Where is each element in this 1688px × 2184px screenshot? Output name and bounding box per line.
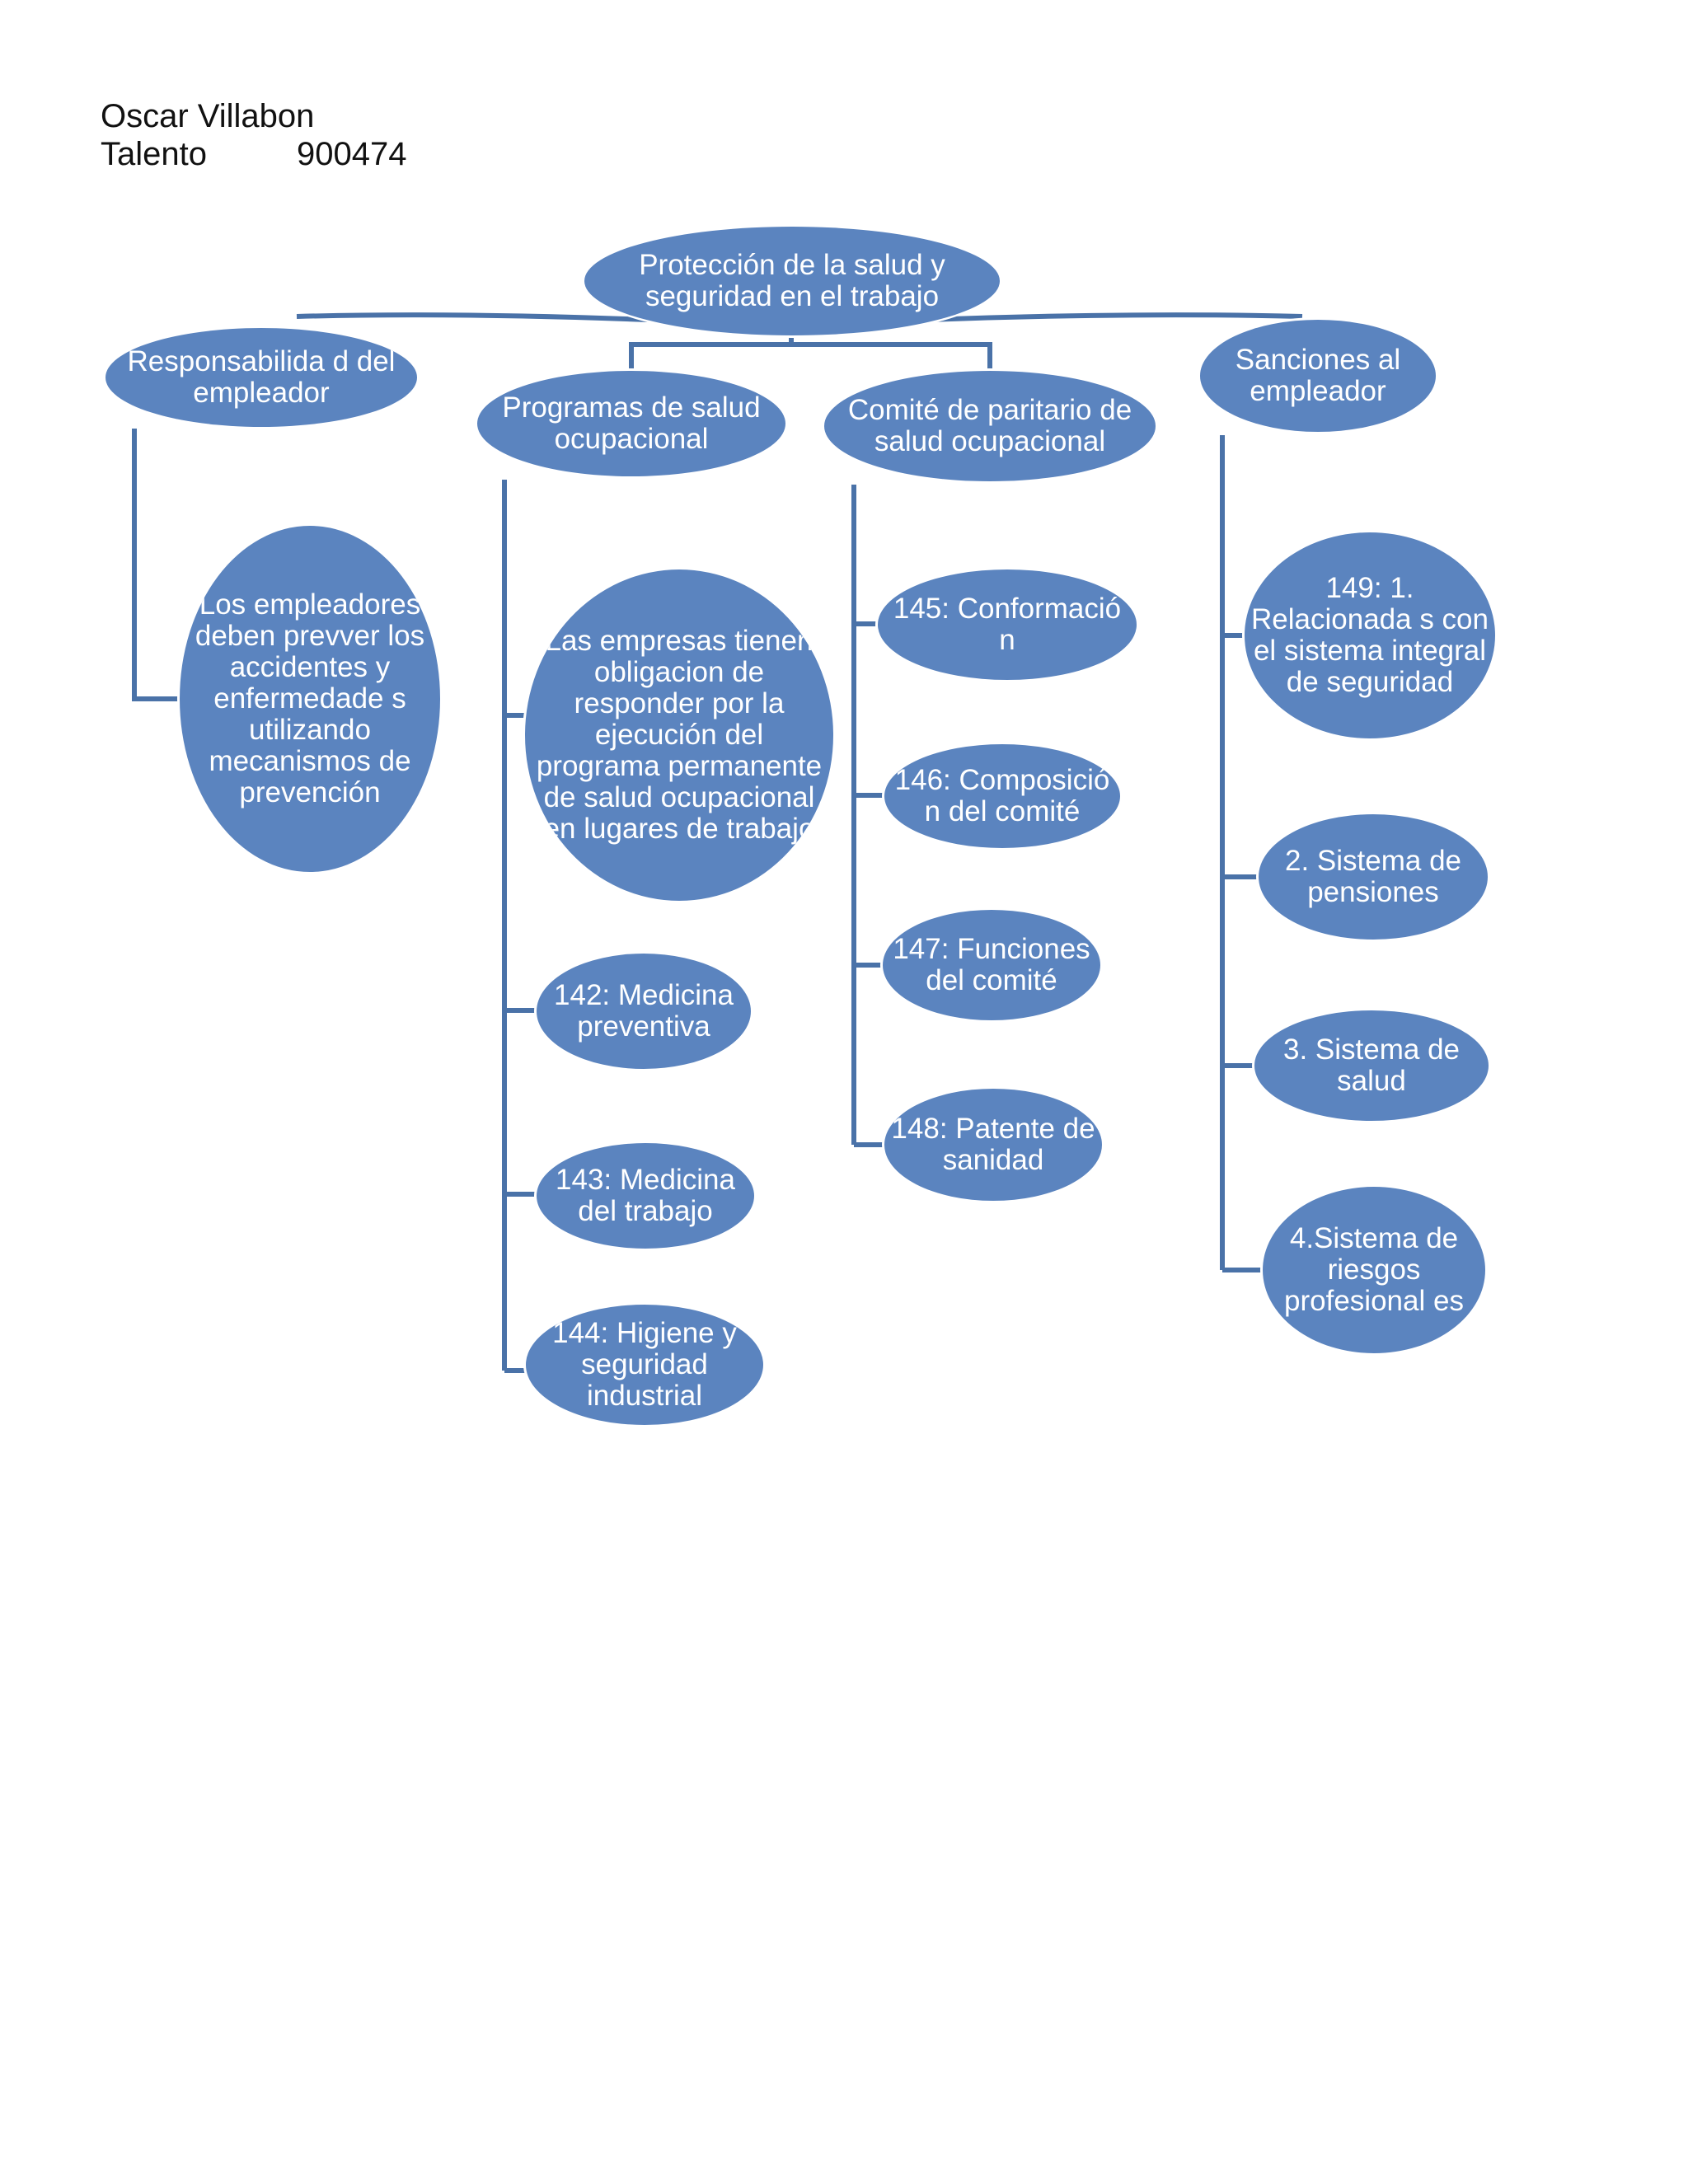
node-label: 3. Sistema de salud	[1283, 1033, 1460, 1097]
node-label: 142: Medicina preventiva	[554, 979, 734, 1043]
author-row: Oscar Villabon	[101, 97, 406, 135]
connector-branch2-ticks	[504, 713, 536, 1373]
document-header: Oscar Villabon Talento 900474	[101, 97, 406, 173]
node-label: 143: Medicina del trabajo	[556, 1164, 735, 1227]
root-node: Protección de la salud y seguridad en el…	[582, 224, 1002, 338]
node-label: 144: Higiene y seguridad industrial	[552, 1317, 737, 1412]
talent-label: Talento	[101, 136, 207, 172]
node-label: 4.Sistema de riesgos profesional es	[1284, 1222, 1464, 1317]
root-label: Protección de la salud y seguridad en el…	[639, 249, 945, 312]
node-empresas: Las empresas tienen obligacion de respon…	[523, 567, 836, 903]
node-143: 143: Medicina del trabajo	[534, 1141, 757, 1251]
connector-branch1	[132, 429, 183, 701]
connector-branch4-ticks	[1222, 633, 1263, 1272]
node-pensiones: 2. Sistema de pensiones	[1256, 812, 1490, 942]
node-label: Los empleadores deben prevver los accide…	[195, 588, 425, 808]
node-empleadores: Los empleadores deben prevver los accide…	[177, 523, 443, 874]
connector-branch3-ticks	[854, 621, 884, 1147]
connector-root-comite	[791, 342, 992, 373]
node-145: 145: Conformació n	[875, 567, 1139, 682]
node-label: 145: Conformació n	[893, 593, 1122, 656]
author-name: Oscar Villabon	[101, 98, 315, 134]
branch-comite: Comité de paritario de salud ocupacional	[822, 368, 1158, 484]
branch-sanciones: Sanciones al empleador	[1198, 317, 1438, 434]
node-146: 146: Composició n del comité	[882, 742, 1123, 851]
node-148: 148: Patente de sanidad	[882, 1086, 1104, 1203]
branch-responsabilidad: Responsabilida d del empleador	[103, 326, 420, 429]
node-label: 148: Patente de sanidad	[891, 1113, 1095, 1176]
node-label: 146: Composició n del comité	[894, 764, 1110, 827]
node-144: 144: Higiene y seguridad industrial	[523, 1302, 766, 1427]
node-riesgos: 4.Sistema de riesgos profesional es	[1260, 1184, 1488, 1356]
node-label: 147: Funciones del comité	[893, 933, 1090, 996]
branch-label: Programas de salud ocupacional	[502, 391, 761, 455]
branch-label: Responsabilida d del empleador	[127, 345, 396, 409]
node-label: 149: 1. Relacionada s con el sistema int…	[1251, 572, 1489, 698]
talent-code: 900474	[297, 136, 407, 172]
node-142: 142: Medicina preventiva	[534, 951, 753, 1071]
node-label: 2. Sistema de pensiones	[1285, 845, 1461, 908]
node-label: Las empresas tienen obligacion de respon…	[536, 625, 823, 845]
connector-root-programas	[629, 334, 794, 373]
node-147: 147: Funciones del comité	[880, 907, 1103, 1023]
node-149: 149: 1. Relacionada s con el sistema int…	[1242, 530, 1498, 741]
node-salud: 3. Sistema de salud	[1252, 1008, 1491, 1123]
branch-label: Comité de paritario de salud ocupacional	[847, 394, 1132, 457]
talent-row: Talento 900474	[101, 135, 406, 173]
branch-programas: Programas de salud ocupacional	[475, 368, 788, 479]
branch-label: Sanciones al empleador	[1235, 344, 1401, 407]
